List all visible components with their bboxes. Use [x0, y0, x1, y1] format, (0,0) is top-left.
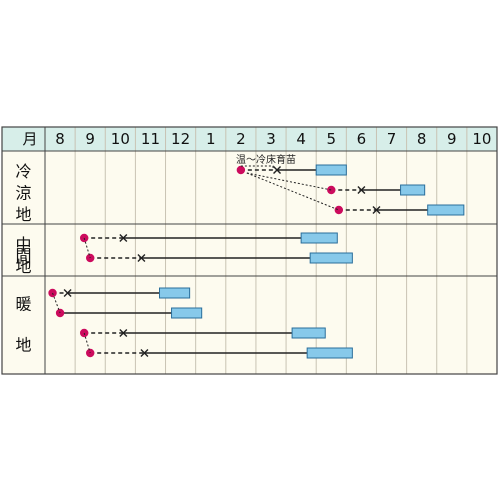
table-border — [1, 126, 498, 375]
transplant-mark — [140, 349, 149, 357]
transplant-mark — [137, 254, 146, 262]
sowing-link — [83, 332, 91, 354]
month-label: 1 — [206, 130, 216, 148]
month-label: 7 — [387, 130, 397, 148]
region-label-char: 間 — [15, 246, 31, 265]
schedule-row — [79, 232, 338, 244]
schedule-row — [86, 252, 353, 264]
region-label-char: 冷 — [15, 162, 31, 181]
schedule-rows — [48, 164, 465, 359]
transplant-mark — [273, 166, 282, 174]
region-label-char: 中 — [15, 235, 31, 254]
schedule-row — [327, 184, 426, 196]
sowing-link — [83, 237, 91, 259]
region-label-char: 地 — [15, 205, 31, 224]
month-label: 6 — [357, 130, 367, 148]
month-header-label: 月 — [22, 130, 37, 148]
harvest-bar — [400, 184, 426, 196]
month-label: 2 — [236, 130, 246, 148]
region-label-char: 地 — [15, 257, 31, 276]
harvest-bar — [306, 347, 353, 359]
body-background — [2, 151, 497, 374]
sowing-dot — [334, 205, 343, 215]
month-label: 3 — [266, 130, 276, 148]
nursery-bracket — [240, 165, 274, 170]
schedule-row — [55, 307, 203, 319]
sowing-dot — [236, 165, 246, 175]
harvest-bar — [427, 204, 465, 216]
harvest-bar — [309, 252, 353, 264]
month-label: 11 — [141, 130, 160, 148]
transplant-mark — [357, 186, 366, 194]
schedule-row — [236, 164, 347, 176]
transplant-mark — [119, 234, 128, 242]
month-label: 12 — [171, 130, 190, 148]
harvest-bar — [171, 307, 203, 319]
harvest-bar — [300, 232, 338, 244]
month-label: 5 — [326, 130, 336, 148]
region-label-char: 地 — [15, 336, 31, 355]
sowing-link — [246, 172, 339, 211]
month-label: 9 — [85, 130, 95, 148]
month-label: 10 — [111, 130, 130, 148]
month-label: 8 — [417, 130, 427, 148]
schedule-row — [86, 347, 353, 359]
harvest-bar — [315, 164, 347, 176]
transplant-mark — [372, 206, 381, 214]
schedule-row — [48, 287, 191, 299]
month-label: 8 — [55, 130, 65, 148]
schedule-row — [334, 204, 465, 216]
transplant-mark — [63, 289, 72, 297]
nursery-annotation: 温～冷床育苗 — [236, 153, 296, 166]
month-label: 10 — [472, 130, 491, 148]
harvest-bar — [159, 287, 191, 299]
transplant-mark — [119, 329, 128, 337]
sowing-link — [52, 292, 61, 314]
region-label-char: 暖 — [15, 294, 31, 313]
nursery-connectors — [240, 165, 339, 211]
month-label: 4 — [296, 130, 306, 148]
month-label: 9 — [447, 130, 457, 148]
region-label-char: 涼 — [15, 184, 31, 203]
header-background — [2, 127, 497, 151]
harvest-bar — [291, 327, 326, 339]
sowing-dot — [327, 185, 336, 195]
